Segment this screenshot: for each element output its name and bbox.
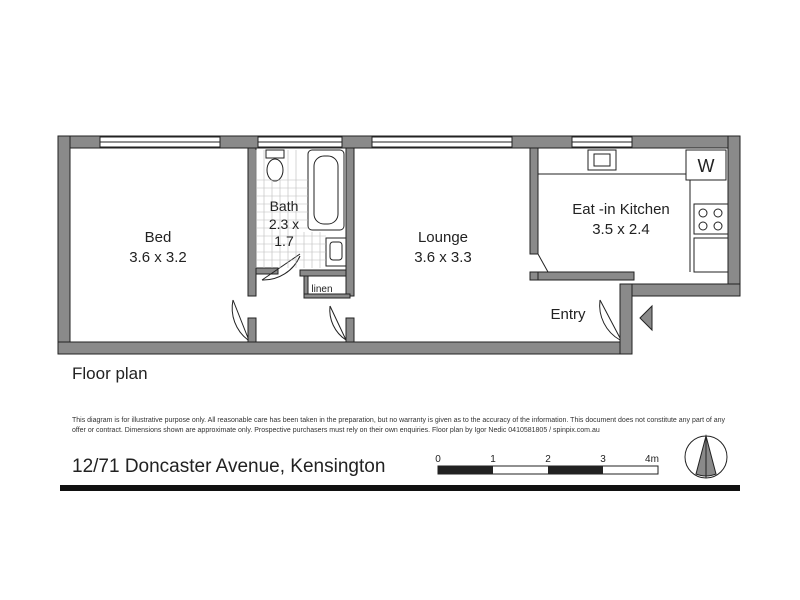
bath-size-1: 2.3 x [269,216,299,232]
scale-label-3: 3 [600,454,606,465]
compass-icon [684,434,728,479]
entry-label: Entry [550,306,586,323]
toilet-cistern [265,149,285,159]
bed-size: 3.6 x 3.2 [129,249,187,266]
kitchen-fixtures [538,149,729,273]
scale-label-1: 1 [490,454,496,465]
footer-bar [60,485,740,491]
scale-bar: 0 1 2 3 4m [435,454,659,475]
scale-label-0: 0 [435,454,441,465]
disclaimer-text: This diagram is for illustrative purpose… [72,417,726,434]
windows [99,136,633,148]
washing-machine [685,149,727,181]
interior-walls [247,147,635,343]
kitchen-name: Eat -in Kitchen [572,201,670,218]
bath-size-2: 1.7 [274,233,294,249]
cooktop [693,203,729,235]
toilet-bowl [266,158,284,182]
bed-name: Bed [145,229,172,246]
exterior-walls [57,135,741,355]
lounge-size: 3.6 x 3.3 [414,249,472,266]
scale-label-2: 2 [545,454,551,465]
washer-symbol: W [698,156,715,176]
linen-label: linen [311,284,332,295]
bath-name: Bath [270,198,299,214]
bath-tiles [255,150,326,268]
bath-fixtures [265,149,347,267]
doors [231,253,621,341]
lounge-name: Lounge [418,229,468,246]
plan-title: Floor plan [72,364,148,383]
kitchen-size: 3.5 x 2.4 [592,221,650,238]
fridge-space [693,237,729,273]
entry-arrow-icon [639,304,653,332]
property-address: 12/71 Doncaster Avenue, Kensington [72,456,386,477]
scale-label-4: 4m [645,454,659,465]
